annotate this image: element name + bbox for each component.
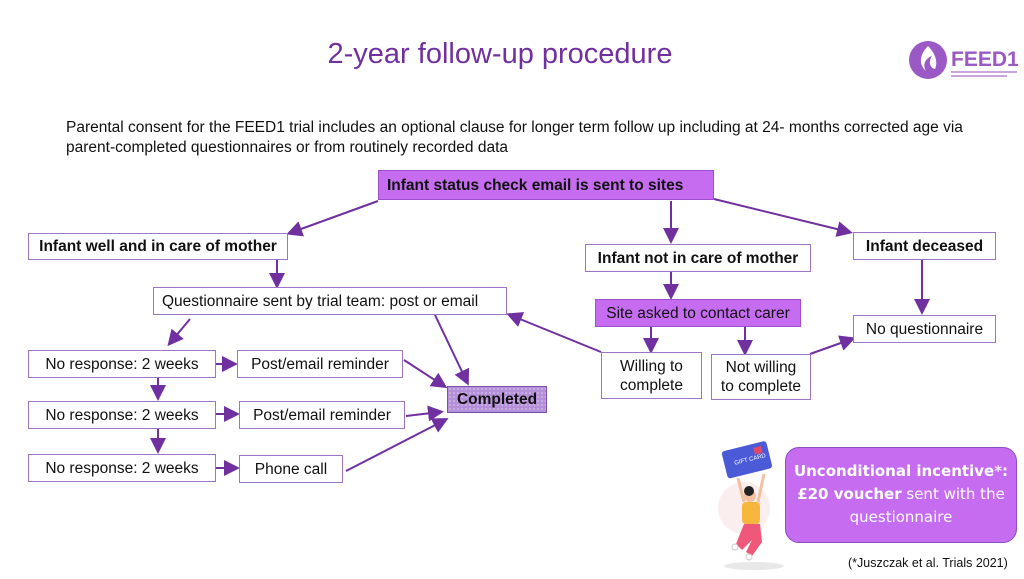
incentive-colon: : bbox=[1002, 462, 1009, 480]
arrow-status-to-deceased bbox=[713, 198, 853, 237]
citation: (*Juszczak et al. Trials 2021) bbox=[848, 556, 1008, 570]
page-title: 2-year follow-up procedure bbox=[327, 38, 673, 70]
arrow-phone-to-completed bbox=[345, 418, 449, 472]
node-no-questionnaire: No questionnaire bbox=[853, 315, 996, 343]
intro-text: Parental consent for the FEED1 trial inc… bbox=[66, 119, 963, 156]
node-no-response-1: No response: 2 weeks bbox=[28, 350, 216, 378]
incentive-asterisk: * bbox=[994, 462, 1003, 480]
arrow-notwilling-to-noq bbox=[809, 335, 856, 355]
node-phone-call: Phone call bbox=[239, 455, 343, 483]
incentive-label: Unconditional incentive bbox=[793, 462, 995, 480]
node-willing: Willing to complete bbox=[601, 352, 702, 399]
node-not-with-mother: Infant not in care of mother bbox=[585, 244, 811, 272]
arrow-reminder2-to-completed bbox=[405, 405, 444, 422]
node-reminder-2: Post/email reminder bbox=[239, 401, 405, 429]
incentive-rest: sent with the questionnaire bbox=[849, 485, 1005, 526]
node-well-with-mother: Infant well and in care of mother bbox=[28, 233, 288, 260]
arrow-questionnaire-to-noresp1 bbox=[167, 318, 191, 347]
incentive-amount: £20 voucher bbox=[797, 485, 902, 503]
node-not-willing: Not willing to complete bbox=[711, 354, 811, 400]
arrow-willing-to-questionnaire bbox=[506, 312, 602, 353]
feed1-logo-icon: FEED1 bbox=[908, 38, 1020, 87]
arrow-reminder1-to-completed bbox=[403, 359, 448, 389]
node-no-response-3: No response: 2 weeks bbox=[28, 454, 216, 482]
node-deceased: Infant deceased bbox=[853, 232, 996, 260]
node-questionnaire-sent: Questionnaire sent by trial team: post o… bbox=[153, 287, 507, 315]
gift-card-person-icon: GIFT CARD bbox=[716, 438, 786, 579]
incentive-callout: Unconditional incentive*: £20 voucher se… bbox=[785, 447, 1017, 543]
node-reminder-1: Post/email reminder bbox=[237, 350, 403, 378]
arrow-status-to-well bbox=[286, 200, 379, 237]
node-no-response-2: No response: 2 weeks bbox=[28, 401, 216, 429]
node-completed: Completed bbox=[447, 386, 547, 413]
logo-text: FEED1 bbox=[951, 48, 1019, 71]
node-site-contact: Site asked to contact carer bbox=[595, 299, 801, 327]
node-status-check: Infant status check email is sent to sit… bbox=[378, 170, 714, 200]
arrow-questionnaire-to-completed bbox=[434, 314, 470, 386]
